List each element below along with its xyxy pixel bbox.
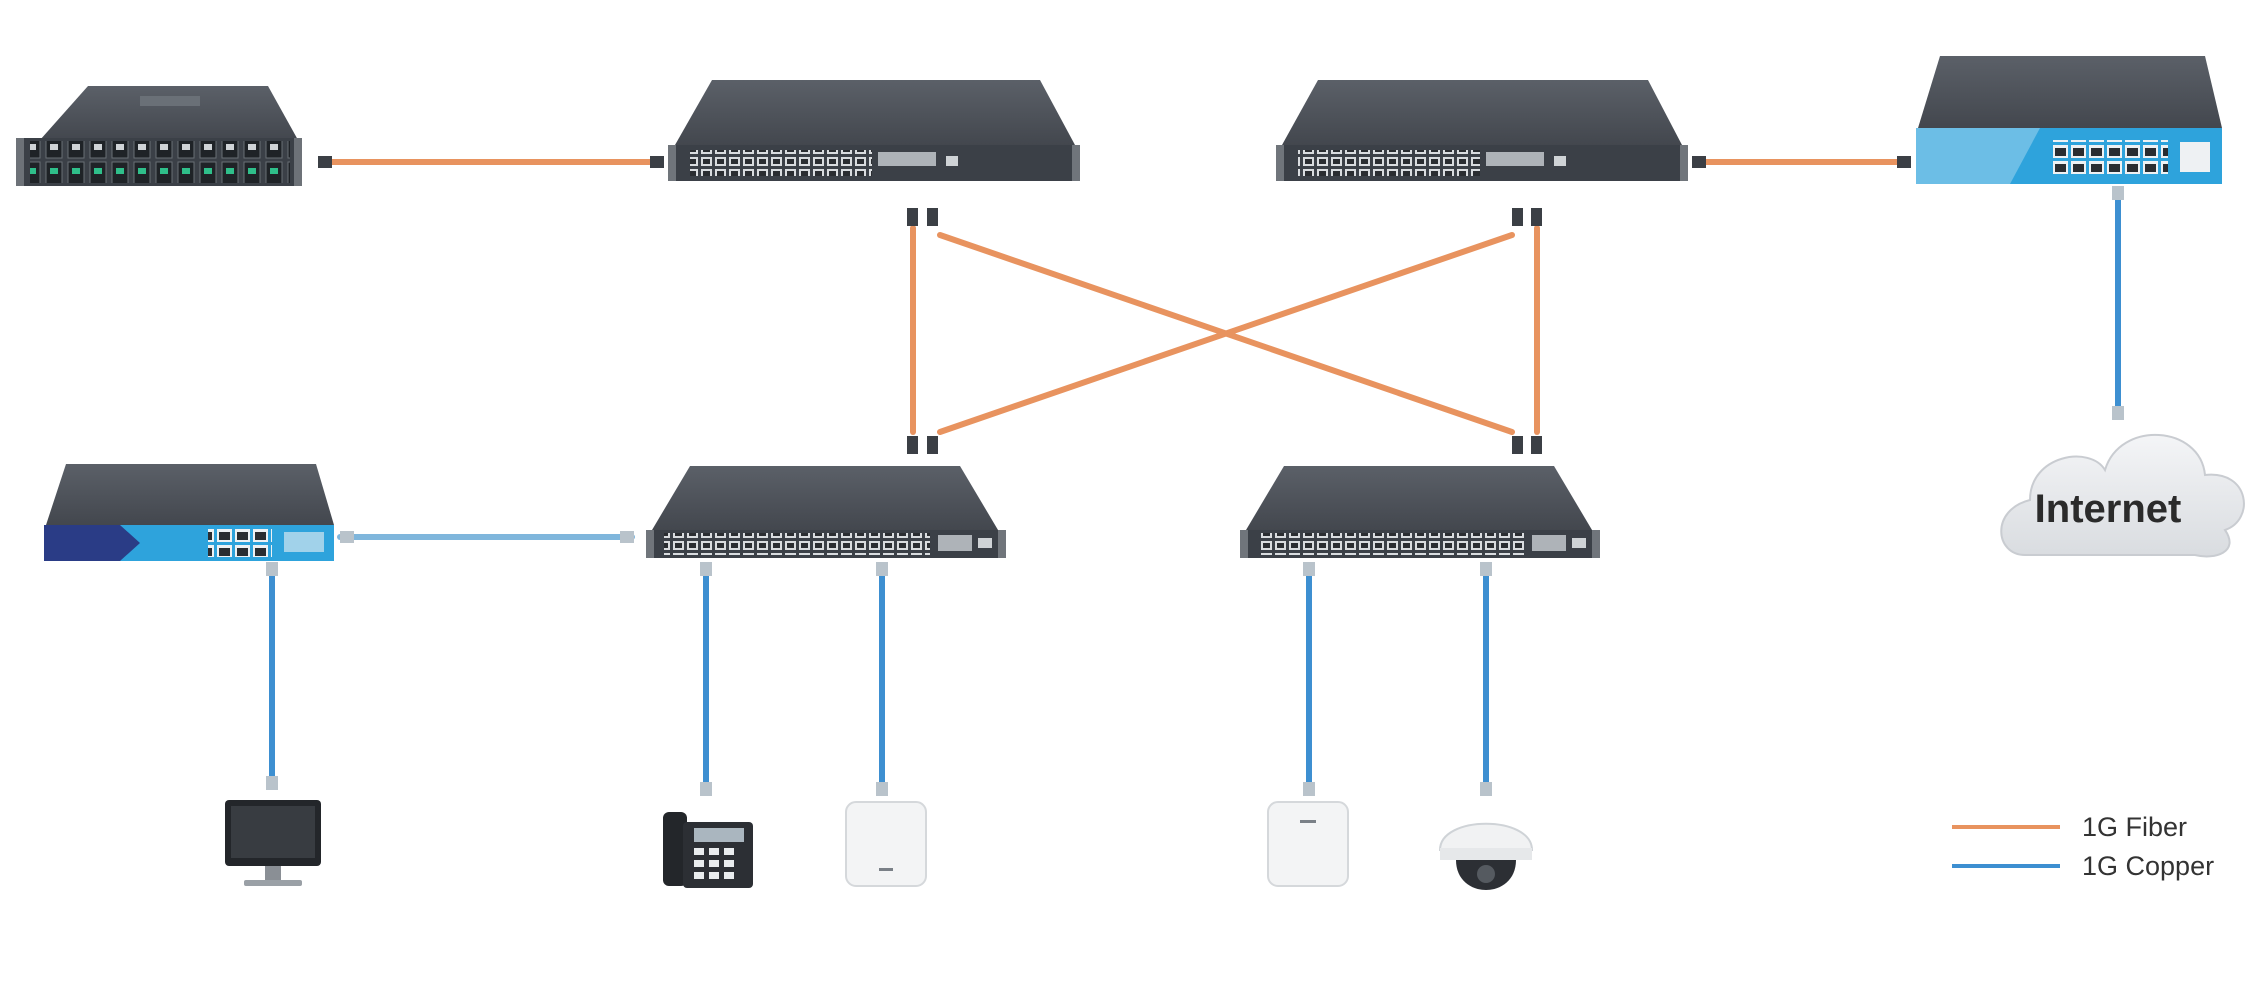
access-switch-right-icon [1240,466,1600,558]
phone-icon [663,812,753,888]
internet-cloud-icon: Internet [2000,434,2245,558]
router-icon [1916,56,2222,184]
dome-camera-icon [1438,822,1534,890]
rack-chassis-icon [16,86,302,186]
cable-connectors [318,156,1911,454]
monitor-icon [225,800,321,886]
legend: 1G Fiber 1G Copper [1952,812,2214,881]
access-switch-left-icon [646,466,1006,558]
internet-label: Internet [2035,487,2182,531]
core-switch-right-icon [1276,80,1688,181]
fiber-link-core-right-access-left [937,232,1515,435]
links-layer [269,159,2121,791]
copper-connectors [266,186,2124,796]
core-switch-left-icon [668,80,1080,181]
access-point-icon [845,801,927,887]
desktop-switch-icon [44,464,334,561]
access-point-icon [1267,801,1349,887]
legend-fiber-label: 1G Fiber [2082,812,2187,842]
legend-copper-label: 1G Copper [2082,851,2214,881]
